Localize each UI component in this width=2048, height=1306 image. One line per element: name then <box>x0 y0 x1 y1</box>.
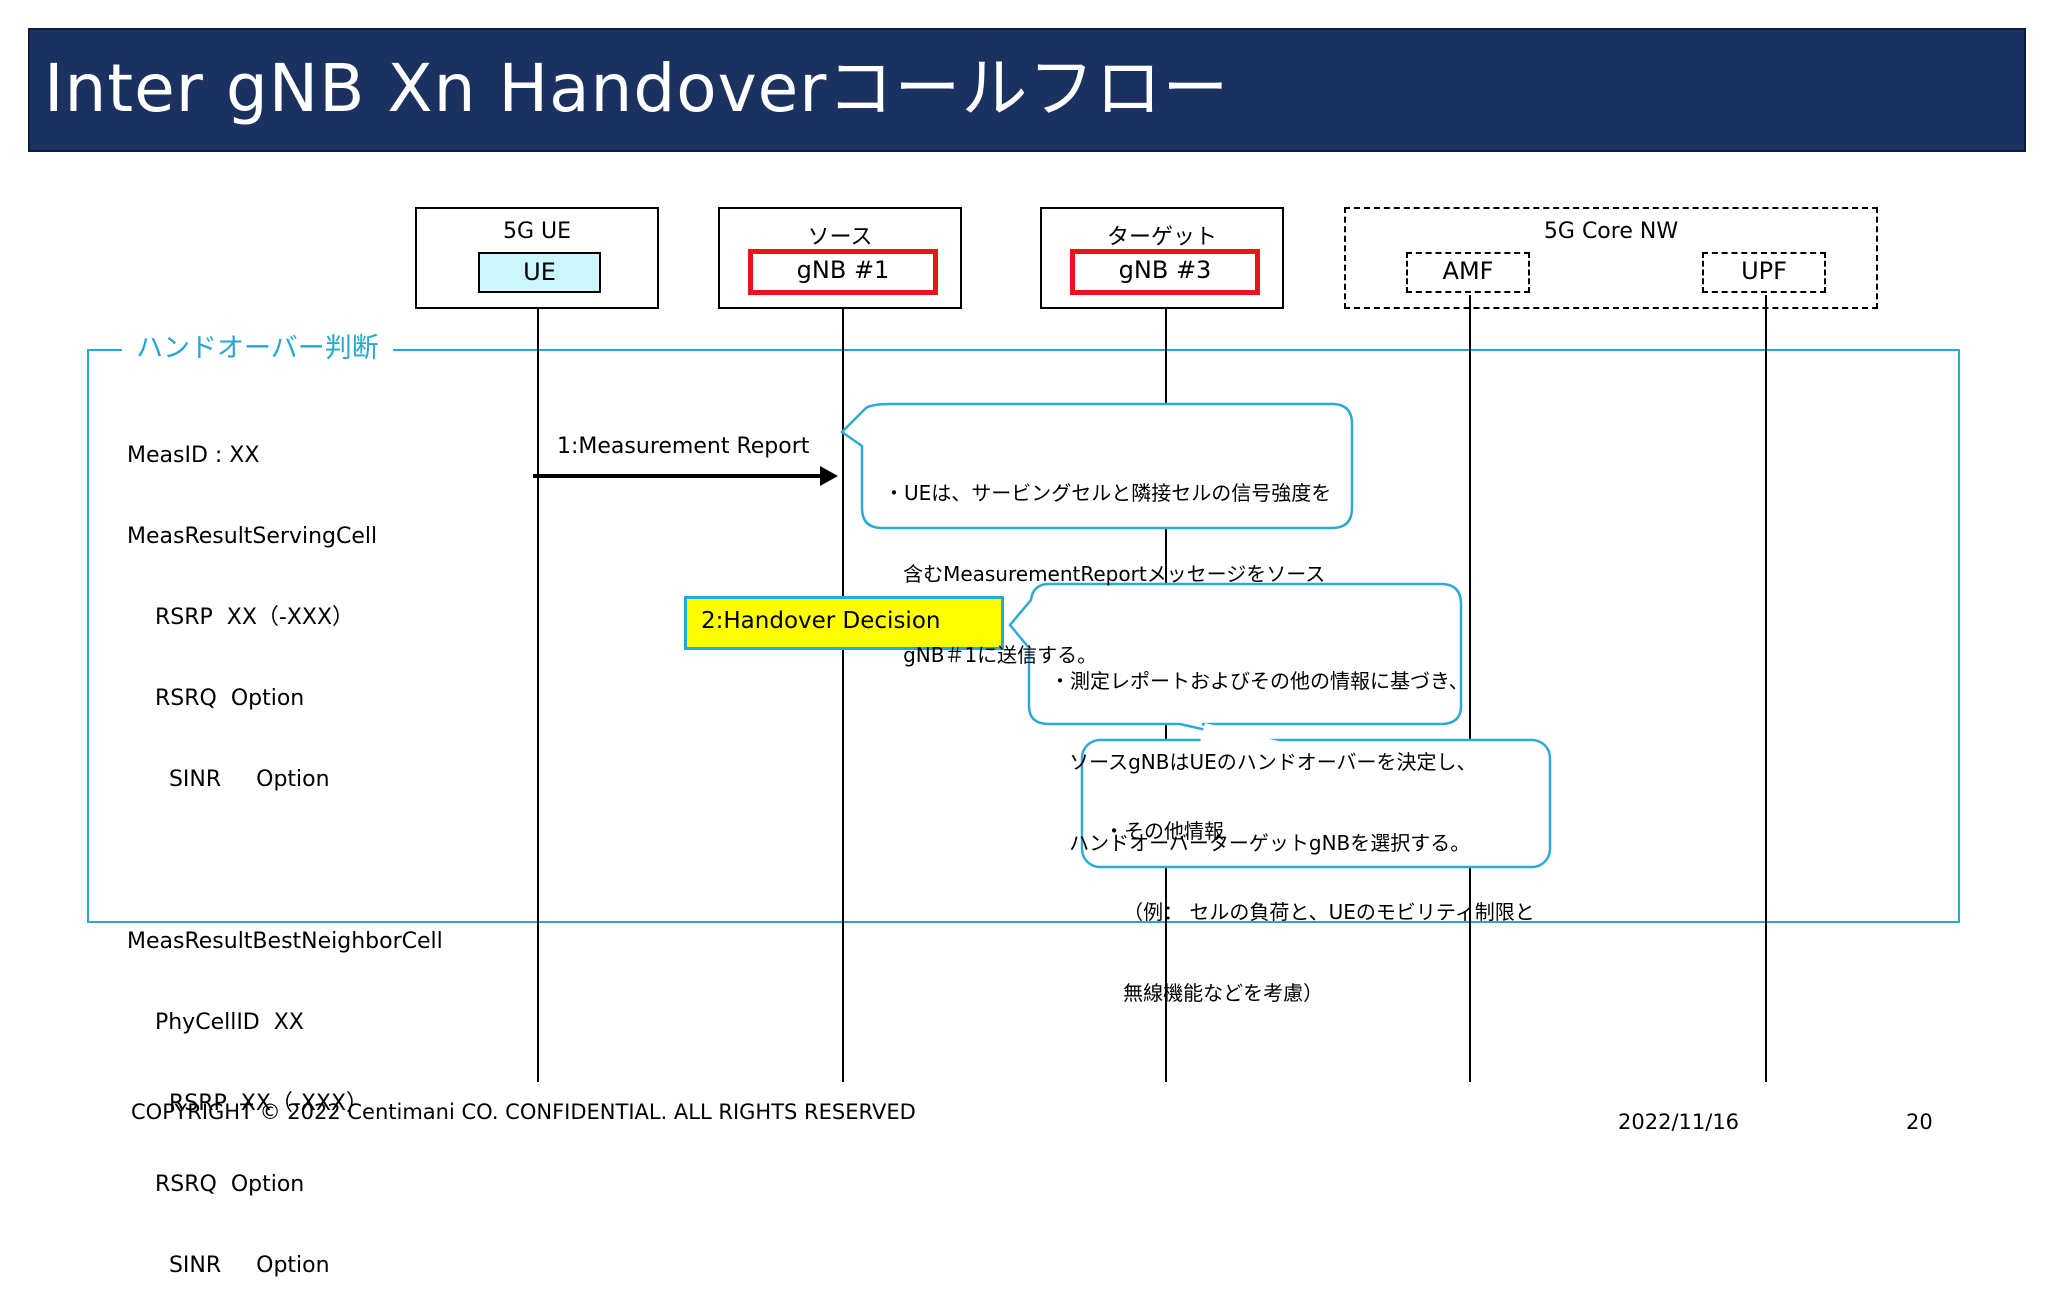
arrowhead-icon <box>820 466 838 486</box>
frame-label: ハンドオーバー判断 <box>122 332 393 366</box>
footer-date: 2022/11/16 <box>1618 1110 1740 1134</box>
meas-line: MeasID : XX <box>127 443 260 468</box>
entity-5g-core: 5G Core NW AMF UPF <box>1344 207 1878 309</box>
callout-shapes <box>840 402 1552 869</box>
meas-line: RSRP XX（-XXX） <box>127 605 355 630</box>
meas-line: SINR Option <box>127 1253 330 1278</box>
meas-line: SINR Option <box>127 767 330 792</box>
target-gnb-node: gNB #3 <box>1070 249 1260 295</box>
lifeline-ue <box>537 295 539 1082</box>
entity-label-target: ターゲット <box>1106 225 1217 250</box>
slide-title: Inter gNB Xn Handoverコールフロー <box>44 50 1230 127</box>
upf-node: UPF <box>1702 252 1826 293</box>
title-bar <box>28 28 2026 152</box>
entity-target-gnb: ターゲット gNB #3 <box>1040 207 1284 309</box>
meas-line: RSRP XX（-XXX） <box>127 1091 369 1116</box>
meas-line: MeasResultBestNeighborCell <box>127 929 443 954</box>
meas-line: RSRQ Option <box>127 686 305 711</box>
lifeline-upf <box>1765 295 1767 1082</box>
handover-decision-box: 2:Handover Decision <box>684 596 1004 650</box>
meas-line: PhyCellID XX <box>127 1010 304 1035</box>
ue-node: UE <box>478 252 601 293</box>
meas-line: RSRQ Option <box>127 1172 305 1197</box>
lifeline-amf <box>1469 295 1471 1082</box>
callout-2-text: ・測定レポートおよびその他の情報に基づき、 ソースgNBはUEのハンドオーバーを… <box>1050 669 1477 855</box>
entity-label-core: 5G Core NW <box>1543 219 1679 244</box>
handover-decision-frame <box>87 349 1960 923</box>
callout-3-shape <box>1080 738 1552 869</box>
amf-node: AMF <box>1406 252 1530 293</box>
footer-copyright: COPYRIGHT © 2022 Centimani CO. CONFIDENT… <box>131 1100 916 1124</box>
entity-5g-ue: 5G UE UE <box>415 207 659 309</box>
callout-1-text: ・UEは、サービングセルと隣接セルの信号強度を 含むMeasurementRep… <box>884 481 1332 667</box>
callout-3-text: ・その他情報 （例： セルの負荷と、UEのモビリティ制限と 無線機能などを考慮） <box>1104 819 1535 1005</box>
footer-page-number: 20 <box>1906 1110 1933 1134</box>
source-gnb-node: gNB #1 <box>748 249 938 295</box>
lifeline-source-gnb <box>842 295 844 1082</box>
entity-label-ue: 5G UE <box>502 219 572 244</box>
callout-1-shape <box>840 402 1354 530</box>
entity-label-source: ソース <box>807 225 873 250</box>
message-measurement-report-label: 1:Measurement Report <box>557 434 810 459</box>
meas-line: MeasResultServingCell <box>127 524 378 549</box>
entity-source-gnb: ソース gNB #1 <box>718 207 962 309</box>
message-measurement-report-arrow <box>533 474 825 478</box>
